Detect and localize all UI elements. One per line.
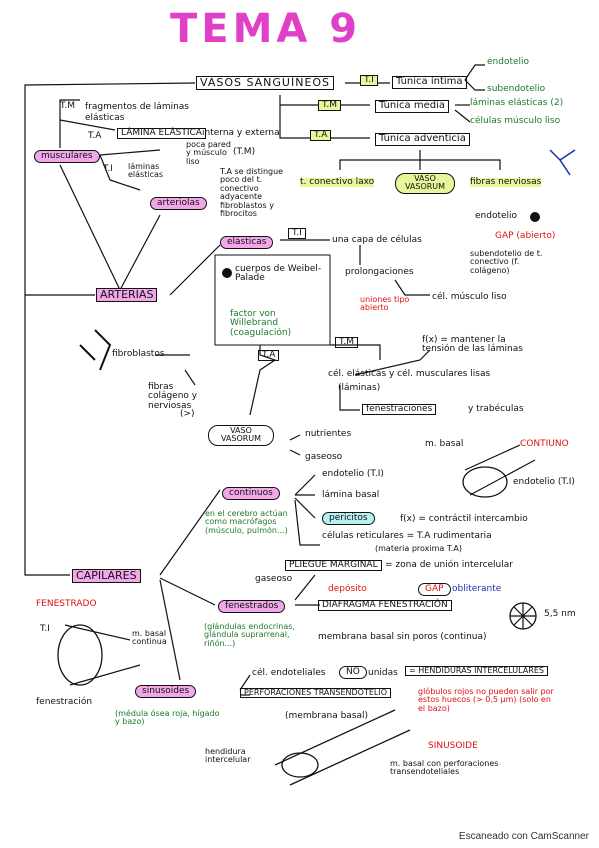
- elast-gaseoso: gaseoso: [305, 452, 343, 462]
- elast-trabeculas: y trabéculas: [468, 404, 524, 414]
- cap-ti: T.I: [40, 624, 50, 634]
- tag-ta-musc: T.A: [88, 131, 102, 141]
- cont-cerebro: en el cerebro actúan como macrófagos (mú…: [205, 509, 288, 535]
- cap-mbasal: m. basal continua: [132, 629, 167, 647]
- tag-tm-top: T.M: [318, 100, 342, 112]
- capilares-node: CAPILARES: [72, 569, 141, 583]
- elast-gap: GAP (abierto): [495, 231, 556, 241]
- tag-tm-elast: T.M: [335, 337, 359, 349]
- sin-sinusoide: SINUSOIDE: [428, 741, 478, 751]
- intima-subendotelio: subendotelio: [487, 84, 546, 94]
- fen-diafragma: DIAFRAGMA FENESTRACIÓN: [318, 600, 452, 612]
- arterias-node: ARTERIAS: [96, 288, 158, 302]
- sin-mbasal: m. basal con perforaciones transendoteli…: [390, 759, 499, 777]
- elast-prolongaciones: prolongaciones: [345, 267, 414, 277]
- elast-subendotelio: subendotelio de t. conectivo (f. colágen…: [470, 249, 543, 275]
- elast-cel-musculo: cél. músculo liso: [432, 292, 507, 302]
- sinusoides-node: sinusoides: [135, 685, 197, 699]
- elast-nutrientes: nutrientes: [305, 429, 352, 439]
- sin-cel-endoteliales: cél. endoteliales: [252, 668, 326, 678]
- elast-capa: una capa de células: [332, 235, 422, 245]
- musc-fragmentos: fragmentos de láminas: [85, 102, 189, 112]
- tag-ta-elast: T.A: [258, 350, 280, 362]
- cont-pericitos: pericitos: [322, 512, 375, 526]
- sin-hendiduras: = HENDIDURAS INTERCELULARES: [405, 666, 548, 677]
- musculares-node: musculares: [34, 150, 100, 164]
- cap-fenestrado: FENESTRADO: [36, 599, 97, 609]
- tunica-media: Túnica media: [375, 100, 449, 113]
- sin-unidas: unidas: [368, 668, 398, 678]
- elast-endotelio: endotelio: [475, 211, 518, 221]
- arteriolas-node: arteriolas: [150, 197, 207, 211]
- elast-fenestraciones: fenestraciones: [362, 404, 437, 416]
- sin-hendidura: hendidura intercelular: [205, 747, 251, 765]
- tag-ti-top: T.I: [360, 75, 378, 87]
- tunica-adventicia: Túnica adventicia: [375, 133, 470, 146]
- fen-glandulas: (glándulas endocrinas, glándula suprarre…: [204, 622, 295, 648]
- fenestrados-node: fenestrados: [218, 600, 286, 614]
- tunica-intima: Túnica íntima: [392, 76, 467, 89]
- fen-size: 5,5 nm: [544, 609, 576, 619]
- musc-ti-laminas: láminas elásticas: [128, 162, 164, 180]
- fen-membrana: membrana basal sin poros (continua): [318, 632, 487, 642]
- tag-ti-musc: T.I: [103, 164, 113, 174]
- elast-cel-elasticas: cél. elásticas y cél. musculares lisas: [328, 369, 491, 379]
- sin-perforaciones: PERFORACIONES TRANSENDOTELIO: [240, 688, 392, 699]
- fen-gaseoso: gaseoso: [255, 574, 293, 584]
- cont-zona: = zona de unión intercelular: [385, 560, 513, 570]
- adventicia-fibras: fibras nerviosas: [470, 177, 542, 188]
- elast-laminas: (láminas): [338, 383, 381, 393]
- tag-ti-elast: T.I: [288, 228, 306, 240]
- sin-globulos: glóbulos rojos no pueden salir por estos…: [418, 687, 554, 713]
- musc-lamina-elastica: LÁMINA ELÁSTICA: [117, 128, 206, 140]
- fen-obliterante: obliterante: [452, 584, 502, 594]
- continuos-node: continuos: [222, 487, 280, 501]
- fen-gap: GAP: [418, 583, 451, 597]
- arterias-fibras-note: (>): [180, 409, 195, 419]
- elast-vaso-vasorum: VASO VASORUM: [208, 425, 274, 446]
- arterias-fibras: fibras colágeno y nerviosas: [148, 382, 198, 411]
- cont-contiuno: CONTIUNO: [520, 439, 569, 449]
- musc-lamina-suffix: interna y externa: [202, 128, 280, 138]
- adventicia-conectivo: t. conectivo laxo: [300, 177, 375, 188]
- musc-elasticas: elásticas: [85, 113, 125, 123]
- sin-membrana-basal: (membrana basal): [285, 711, 369, 721]
- cont-endotelio-ti: endotelio (T.I): [513, 477, 575, 487]
- cont-endotelio: endotelio (T.I): [322, 469, 384, 479]
- media-celulas: células músculo liso: [470, 116, 561, 126]
- fen-deposito: depósito: [328, 584, 367, 594]
- arteriolas-ta-note: T.A se distingue poco del t. conectivo a…: [220, 167, 284, 218]
- cont-pliegue: PLIEGUE MARGINAL: [285, 560, 382, 572]
- media-laminas: láminas elásticas (2): [470, 98, 564, 108]
- page-title: TEMA 9: [170, 6, 362, 52]
- cont-materia: (materia proxima T.A): [375, 544, 462, 553]
- tag-tm-musc: T.M: [60, 101, 76, 111]
- sin-medula: (médula ósea roja, hígado y bazo): [115, 709, 220, 727]
- cap-fenestracion: fenestración: [36, 697, 93, 707]
- elast-uniones: uniones tipo abierto: [360, 295, 410, 313]
- cont-fx: f(x) = contráctil intercambio: [400, 514, 528, 524]
- cont-celulas-reticulares: células reticulares = T.A rudimentaria: [322, 531, 492, 541]
- musc-pared-note: poca pared y músculo liso: [186, 140, 231, 166]
- musc-tm-note: (T.M): [233, 147, 256, 157]
- intima-endotelio: endotelio: [487, 57, 530, 67]
- cont-lamina-basal: lámina basal: [322, 490, 380, 500]
- scanner-footer: Escaneado con CamScanner: [458, 831, 589, 842]
- elasticas-node: elásticas: [220, 236, 274, 250]
- elast-factor: factor von Willebrand (coagulación): [230, 309, 292, 338]
- sin-no: NO: [339, 666, 367, 680]
- elast-weibel: cuerpos de Weibel-Palade: [235, 264, 322, 284]
- vasos-sanguineos-box: VASOS SANGUÍNEOS: [196, 76, 335, 90]
- arterias-fibroblastos: fibroblastos: [112, 349, 165, 359]
- adventicia-vaso-vasorum: VASO VASORUM: [395, 173, 455, 194]
- tag-ta-top: T.A: [310, 130, 332, 142]
- cont-mbasal: m. basal: [425, 439, 464, 449]
- elast-fx: f(x) = mantener la tensión de las lámina…: [422, 335, 523, 355]
